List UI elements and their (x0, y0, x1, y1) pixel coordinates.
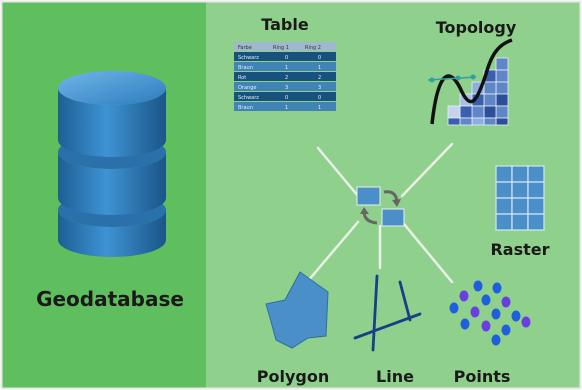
table-row: Rot 2 2 (234, 72, 336, 81)
connector-lines (300, 142, 454, 290)
table-cell: 0 (318, 55, 321, 61)
topology-label: Topology (436, 18, 517, 37)
table-label: Table (261, 15, 309, 34)
table-cell: 1 (285, 105, 288, 111)
geodatabase-label: Geodatabase (36, 287, 184, 311)
connector-polygon (300, 220, 360, 290)
points-cluster-icon (449, 280, 531, 346)
table-cell: Braun (238, 105, 253, 111)
table-cell: 2 (318, 75, 321, 81)
connector-table (316, 146, 360, 198)
table-cell: 1 (318, 65, 321, 71)
table-row: Schwarz 0 0 (234, 52, 336, 61)
table-cell: 3 (285, 85, 288, 91)
table-cell: Braun (238, 65, 253, 71)
raster-label: Raster (490, 240, 549, 259)
table-cell: 2 (285, 75, 288, 81)
table-cell: 0 (318, 95, 321, 101)
attribute-table: Farbe Ring 1 Ring 2 Schwarz 0 0 Braun 1 … (234, 42, 336, 111)
table-cell: 1 (318, 105, 321, 111)
sync-hub-icon (356, 186, 405, 227)
table-row: Braun 1 1 (234, 62, 336, 71)
table-header-cell: Ring 2 (305, 45, 321, 51)
connector-topology (400, 142, 454, 198)
polygon-label: Polygon (257, 367, 329, 386)
table-cell: 0 (285, 55, 288, 61)
table-cell: 1 (285, 65, 288, 71)
table-cell: Orange (238, 85, 256, 91)
table-row: Braun 1 1 (234, 102, 336, 111)
table-header-cell: Farbe (238, 45, 252, 51)
table-header-cell: Ring 1 (273, 45, 289, 51)
table-cell: 0 (285, 95, 288, 101)
table-row: Orange 3 3 (234, 82, 336, 91)
topology-icon (427, 38, 513, 126)
table-cell: Schwarz (238, 55, 259, 61)
line-label: Line (376, 367, 414, 386)
database-icon (58, 71, 166, 257)
raster-grid-icon (495, 165, 545, 231)
table-cell: Rot (238, 75, 246, 81)
table-cell: 3 (318, 85, 321, 91)
line-shape-icon (353, 274, 422, 352)
table-cell: Schwarz (238, 95, 259, 101)
points-label: Points (454, 367, 511, 386)
table-row: Schwarz 0 0 (234, 92, 336, 101)
polygon-shape-icon (265, 271, 329, 349)
connector-points (402, 222, 454, 284)
